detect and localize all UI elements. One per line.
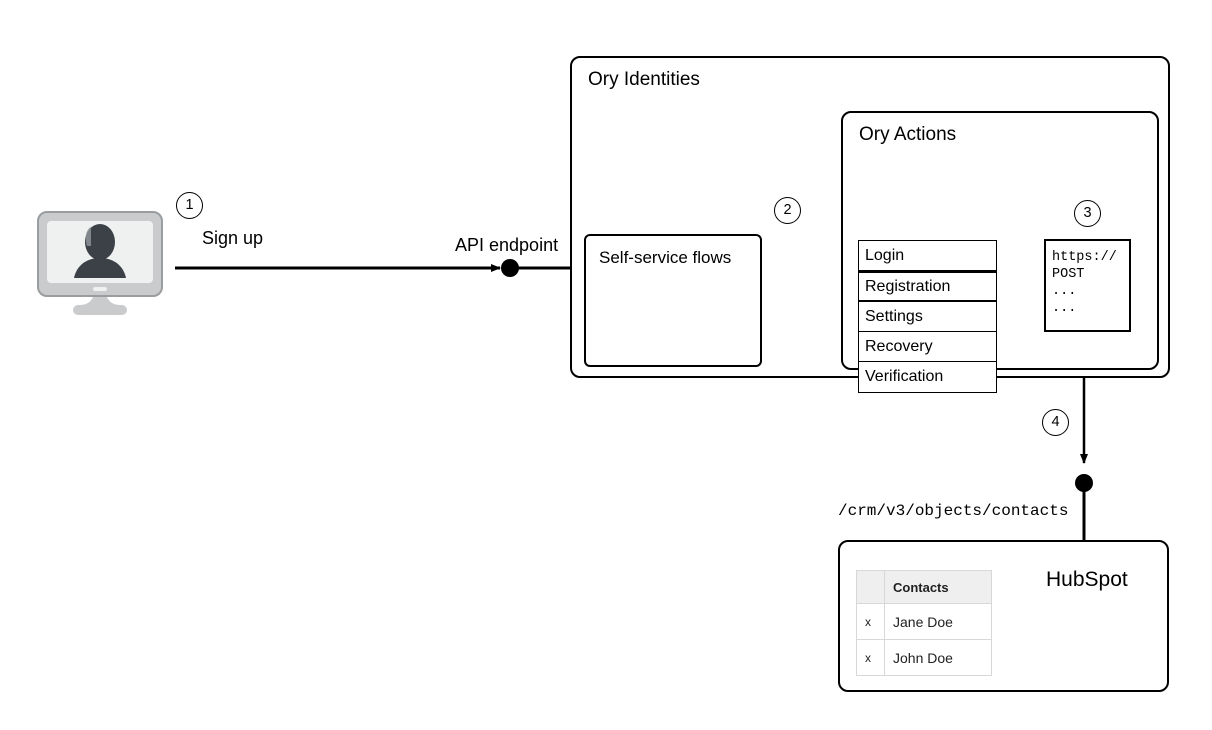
- ory-identities-container: Ory Identities Self-service flows Ory Ac…: [570, 56, 1170, 393]
- step-marker-2: 2: [774, 197, 801, 224]
- label-crm-path: /crm/v3/objects/contacts: [838, 502, 1069, 520]
- table-cell-contact: Jane Doe: [884, 603, 992, 640]
- table-cell-key: x: [856, 639, 885, 676]
- flow-item-login[interactable]: Login: [859, 241, 996, 271]
- user-monitor-icon: [36, 210, 164, 320]
- step-marker-1: 1: [176, 192, 203, 219]
- contacts-table: Contacts x Jane Doe x John Doe: [856, 570, 992, 676]
- table-header-contacts: Contacts: [884, 570, 992, 604]
- label-sign-up: Sign up: [202, 228, 264, 248]
- webhook-config-box[interactable]: https:// POST ... ...: [1044, 239, 1131, 332]
- step-marker-3: 3: [1074, 200, 1101, 227]
- ory-identities-title: Ory Identities: [588, 69, 700, 90]
- step-marker-4: 4: [1042, 409, 1069, 436]
- table-row[interactable]: x John Doe: [856, 639, 992, 676]
- webhook-config-text: https:// POST ... ...: [1052, 250, 1117, 316]
- hubspot-container: HubSpot Contacts x Jane Doe x John Doe: [838, 540, 1169, 692]
- table-header-corner: [856, 570, 885, 604]
- flow-item-settings[interactable]: Settings: [859, 302, 996, 332]
- self-service-flows-box: Self-service flows: [584, 234, 762, 367]
- table-cell-contact: John Doe: [884, 639, 992, 676]
- table-row[interactable]: x Jane Doe: [856, 603, 992, 640]
- label-api-endpoint: API endpoint: [455, 235, 559, 255]
- self-service-flows-title: Self-service flows: [599, 248, 732, 267]
- table-cell-key: x: [856, 603, 885, 640]
- flow-item-recovery[interactable]: Recovery: [859, 332, 996, 362]
- flow-item-verification[interactable]: Verification: [865, 368, 944, 385]
- ory-actions-title: Ory Actions: [859, 124, 957, 145]
- flow-list: Login Registration Settings Recovery Ver…: [858, 240, 997, 393]
- ory-actions-container: Ory Actions Login Registration Settings …: [841, 111, 1159, 393]
- table-header-row: Contacts: [856, 570, 992, 604]
- api-endpoint-dot: [501, 259, 519, 277]
- hubspot-endpoint-dot: [1075, 474, 1093, 492]
- hubspot-title: HubSpot: [1046, 568, 1128, 591]
- flow-item-registration[interactable]: Registration: [859, 271, 996, 302]
